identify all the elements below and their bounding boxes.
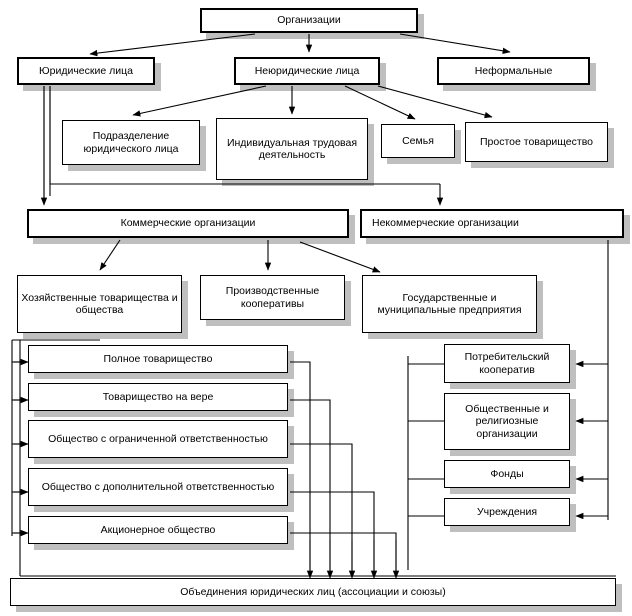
node-full-partnership[interactable]: Полное товарищество bbox=[28, 345, 288, 373]
node-llc[interactable]: Общество с ограниченной ответственностью bbox=[28, 420, 288, 458]
node-production-cooperatives[interactable]: Производственные кооперативы bbox=[200, 275, 345, 320]
node-individual-labor[interactable]: Индивидуальная трудовая деятельность bbox=[216, 118, 368, 180]
node-legal-entity-associations[interactable]: Объединения юридических лиц (ассоциации … bbox=[10, 578, 616, 606]
node-family[interactable]: Семья bbox=[381, 124, 455, 158]
node-legal-entities[interactable]: Юридические лица bbox=[17, 57, 155, 85]
node-institutions[interactable]: Учреждения bbox=[444, 498, 570, 526]
node-subdivision[interactable]: Подразделение юридического лица bbox=[62, 120, 200, 165]
node-informal[interactable]: Неформальные bbox=[437, 57, 590, 85]
node-limited-partnership[interactable]: Товарищество на вере bbox=[28, 383, 288, 411]
node-additional-liability-company[interactable]: Общество с дополнительной ответственност… bbox=[28, 468, 288, 506]
node-commercial-organizations[interactable]: Коммерческие организации bbox=[27, 209, 349, 238]
node-noncommercial-organizations[interactable]: Некоммерческие организации bbox=[360, 209, 624, 238]
node-economic-partnerships[interactable]: Хозяйственные товарищества и общества bbox=[17, 275, 182, 333]
node-funds[interactable]: Фонды bbox=[444, 460, 570, 488]
node-state-municipal-enterprises[interactable]: Государственные и муниципальные предприя… bbox=[362, 275, 537, 333]
node-public-religious-organizations[interactable]: Общественные и религиозные организации bbox=[444, 393, 570, 450]
node-consumer-cooperative[interactable]: Потребительский кооператив bbox=[444, 344, 570, 383]
node-organizations[interactable]: Организации bbox=[200, 8, 418, 33]
node-non-legal-entities[interactable]: Неюридические лица bbox=[234, 57, 380, 85]
node-simple-partnership[interactable]: Простое товарищество bbox=[465, 122, 608, 162]
node-joint-stock-company[interactable]: Акционерное общество bbox=[28, 516, 288, 544]
